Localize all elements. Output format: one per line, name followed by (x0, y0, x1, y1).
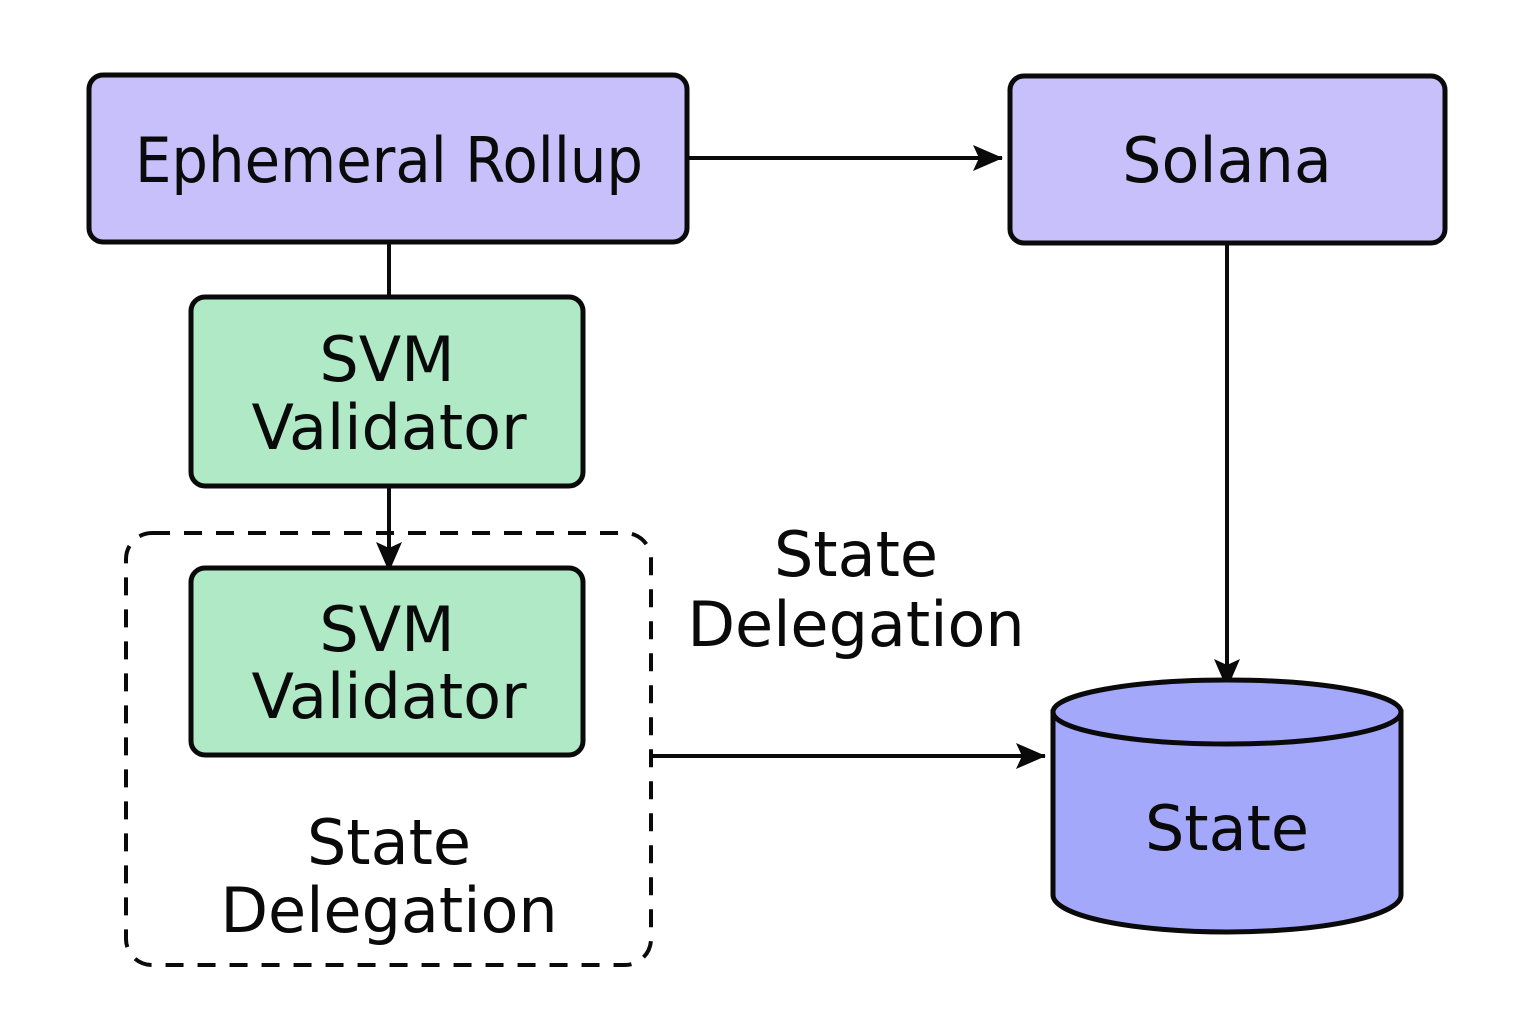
edges (376, 145, 1240, 769)
node-svm-validator-bottom-line1: SVM (319, 593, 454, 666)
node-ephemeral-rollup[interactable]: Ephemeral Rollup (86, 72, 690, 245)
node-svm-validator-bottom[interactable]: SVM Validator (188, 565, 586, 758)
node-solana-label: Solana (1122, 124, 1332, 197)
node-svm-validator-top-line1: SVM (319, 323, 454, 396)
group-state-delegation-line1: State (307, 806, 471, 879)
label-state-delegation: State Delegation (687, 518, 1024, 661)
node-svm-validator-bottom-line2: Validator (251, 660, 527, 733)
group-state-delegation-line2: Delegation (220, 874, 557, 947)
cylinder-top (1050, 677, 1404, 747)
node-svm-validator-top-line2: Validator (251, 391, 527, 464)
node-state-database[interactable]: State (1050, 677, 1404, 935)
group-state-delegation[interactable]: State Delegation (124, 531, 653, 967)
node-state-label: State (1145, 792, 1309, 865)
node-solana[interactable]: Solana (1007, 73, 1448, 246)
node-svm-validator-top[interactable]: SVM Validator (188, 294, 586, 489)
node-ephemeral-rollup-label: Ephemeral Rollup (135, 124, 643, 197)
cylinder-body (1050, 709, 1404, 935)
label-state-delegation-line1: State (774, 518, 938, 591)
label-state-delegation-line2: Delegation (687, 588, 1024, 661)
